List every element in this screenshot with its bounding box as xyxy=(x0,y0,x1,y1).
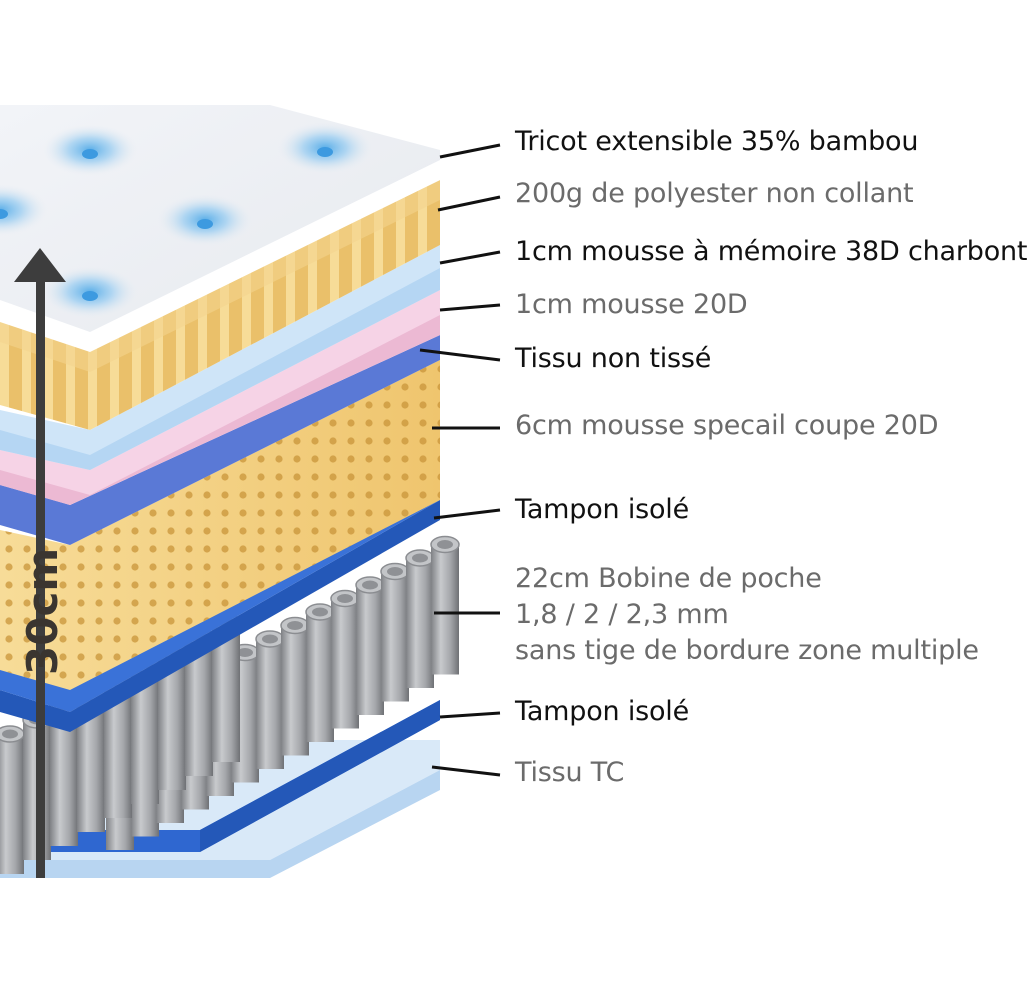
pocket-coil xyxy=(380,562,410,702)
leader-line xyxy=(439,250,501,265)
label-pocket-coil: 22cm Bobine de poche 1,8 / 2 / 2,3 mm sans… xyxy=(515,561,979,669)
layer-special-foam xyxy=(0,360,440,690)
quilt-dimple-center xyxy=(197,219,213,229)
pocket-coil xyxy=(405,549,435,688)
label-polyester: 200g de polyester non collant xyxy=(515,178,914,209)
mattress-diagram xyxy=(0,105,501,878)
height-arrow xyxy=(14,248,66,878)
label-tc-fabric: Tissu TC xyxy=(515,757,625,788)
label-tricot: Tricot extensible 35% bambou xyxy=(515,126,919,157)
label-foam-20d: 1cm mousse 20D xyxy=(515,289,748,320)
pocket-coil xyxy=(0,725,25,874)
label-pad-top: Tampon isolé xyxy=(515,494,690,525)
pocket-coil xyxy=(255,630,285,769)
label-memory-foam: 1cm mousse à mémoire 38D charbont xyxy=(515,236,1027,267)
leader-line xyxy=(439,303,501,312)
label-pad-bottom: Tampon isolé xyxy=(515,696,690,727)
quilt-dimple-center xyxy=(82,149,98,159)
quilt-dimple-center xyxy=(0,209,8,219)
pocket-coil xyxy=(355,576,385,715)
quilt-dimple xyxy=(0,184,48,236)
label-non-woven: Tissu non tissé xyxy=(515,343,712,374)
leader-line xyxy=(433,508,501,520)
layer-non-woven xyxy=(0,335,440,545)
leader-line xyxy=(439,711,501,719)
leader-line xyxy=(439,143,501,159)
quilt-dimple-center xyxy=(317,147,333,157)
label-pocket-coil-line: 1,8 / 2 / 2,3 mm xyxy=(515,599,729,630)
leader-line xyxy=(419,348,501,362)
leader-line xyxy=(431,765,501,777)
label-special-foam: 6cm mousse specail coupe 20D xyxy=(515,410,939,441)
quilt-dimple-center xyxy=(82,291,98,301)
pocket-coil xyxy=(430,535,460,675)
pocket-coil xyxy=(330,589,360,729)
height-label: 30cm xyxy=(18,547,67,675)
pocket-coil xyxy=(280,616,310,756)
pocket-coil xyxy=(305,603,335,742)
label-pocket-coil-line: 22cm Bobine de poche xyxy=(515,563,822,594)
leader-lines xyxy=(419,143,501,777)
leader-line xyxy=(437,195,501,212)
label-pocket-coil-line: sans tige de bordure zone multiple xyxy=(515,635,979,666)
